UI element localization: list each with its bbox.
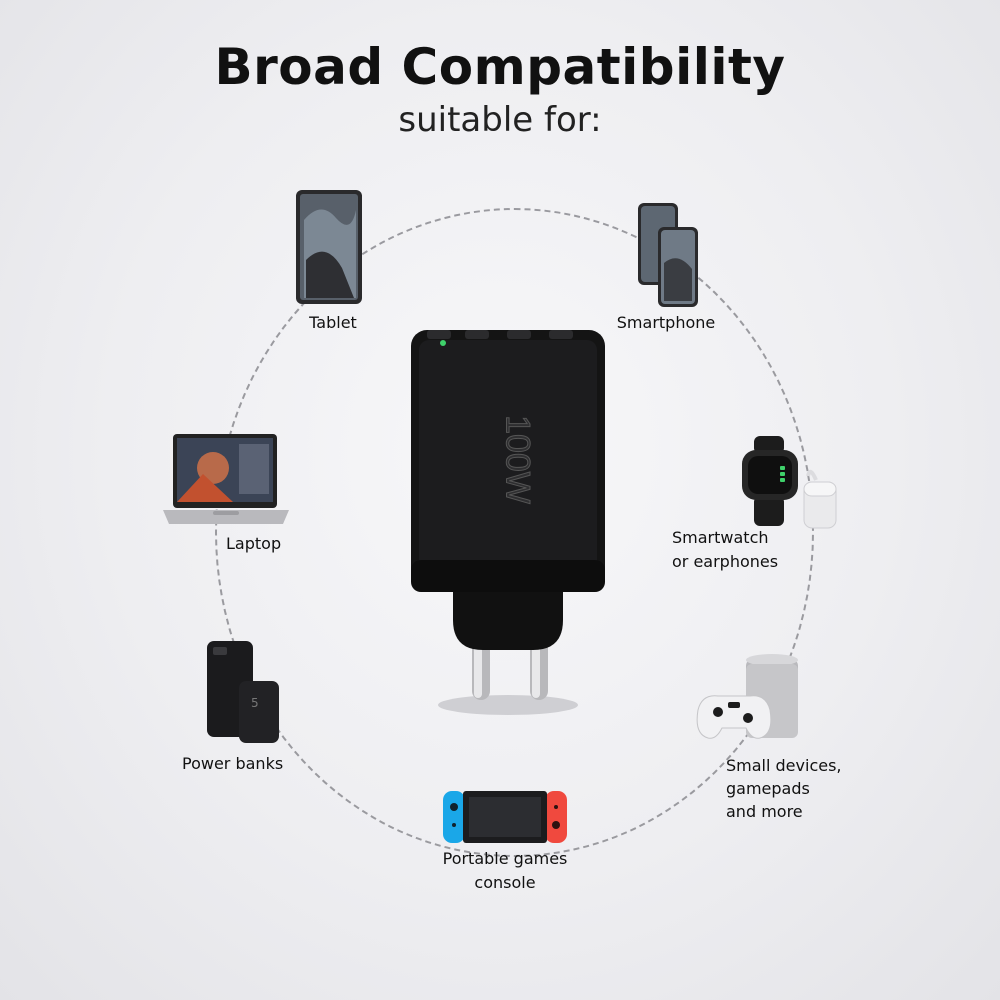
- label-smartwatch-line2: or earphones: [672, 552, 779, 571]
- label-small-line3: and more: [726, 802, 803, 821]
- laptop-icon: [163, 434, 289, 526]
- label-console-line2: console: [474, 873, 536, 892]
- charger: 100W: [405, 320, 610, 730]
- label-small-line2: gamepads: [726, 779, 810, 798]
- label-small-line1: Small devices,: [726, 756, 842, 775]
- console-icon: [443, 791, 567, 843]
- label-console-line1: Portable games: [442, 849, 568, 868]
- label-powerbanks: Power banks: [182, 754, 284, 773]
- label-laptop: Laptop: [226, 534, 282, 553]
- device-ring: [215, 208, 814, 857]
- label-smartphone: Smartphone: [616, 313, 716, 332]
- powerbank-logo: 5: [251, 696, 259, 710]
- subtitle: suitable for:: [398, 100, 602, 140]
- label-tablet: Tablet: [309, 313, 357, 332]
- title: Broad Compatibility: [214, 38, 786, 96]
- label-smartwatch-line1: Smartwatch: [672, 528, 769, 547]
- smartphone-icon: [638, 203, 700, 307]
- tablet-icon: [296, 190, 364, 306]
- gamepad-speaker-icon: [696, 654, 806, 744]
- powerbank-icon: 5: [207, 641, 283, 745]
- charger-power-label: 100W: [498, 415, 537, 505]
- smartwatch-icon: [742, 436, 842, 536]
